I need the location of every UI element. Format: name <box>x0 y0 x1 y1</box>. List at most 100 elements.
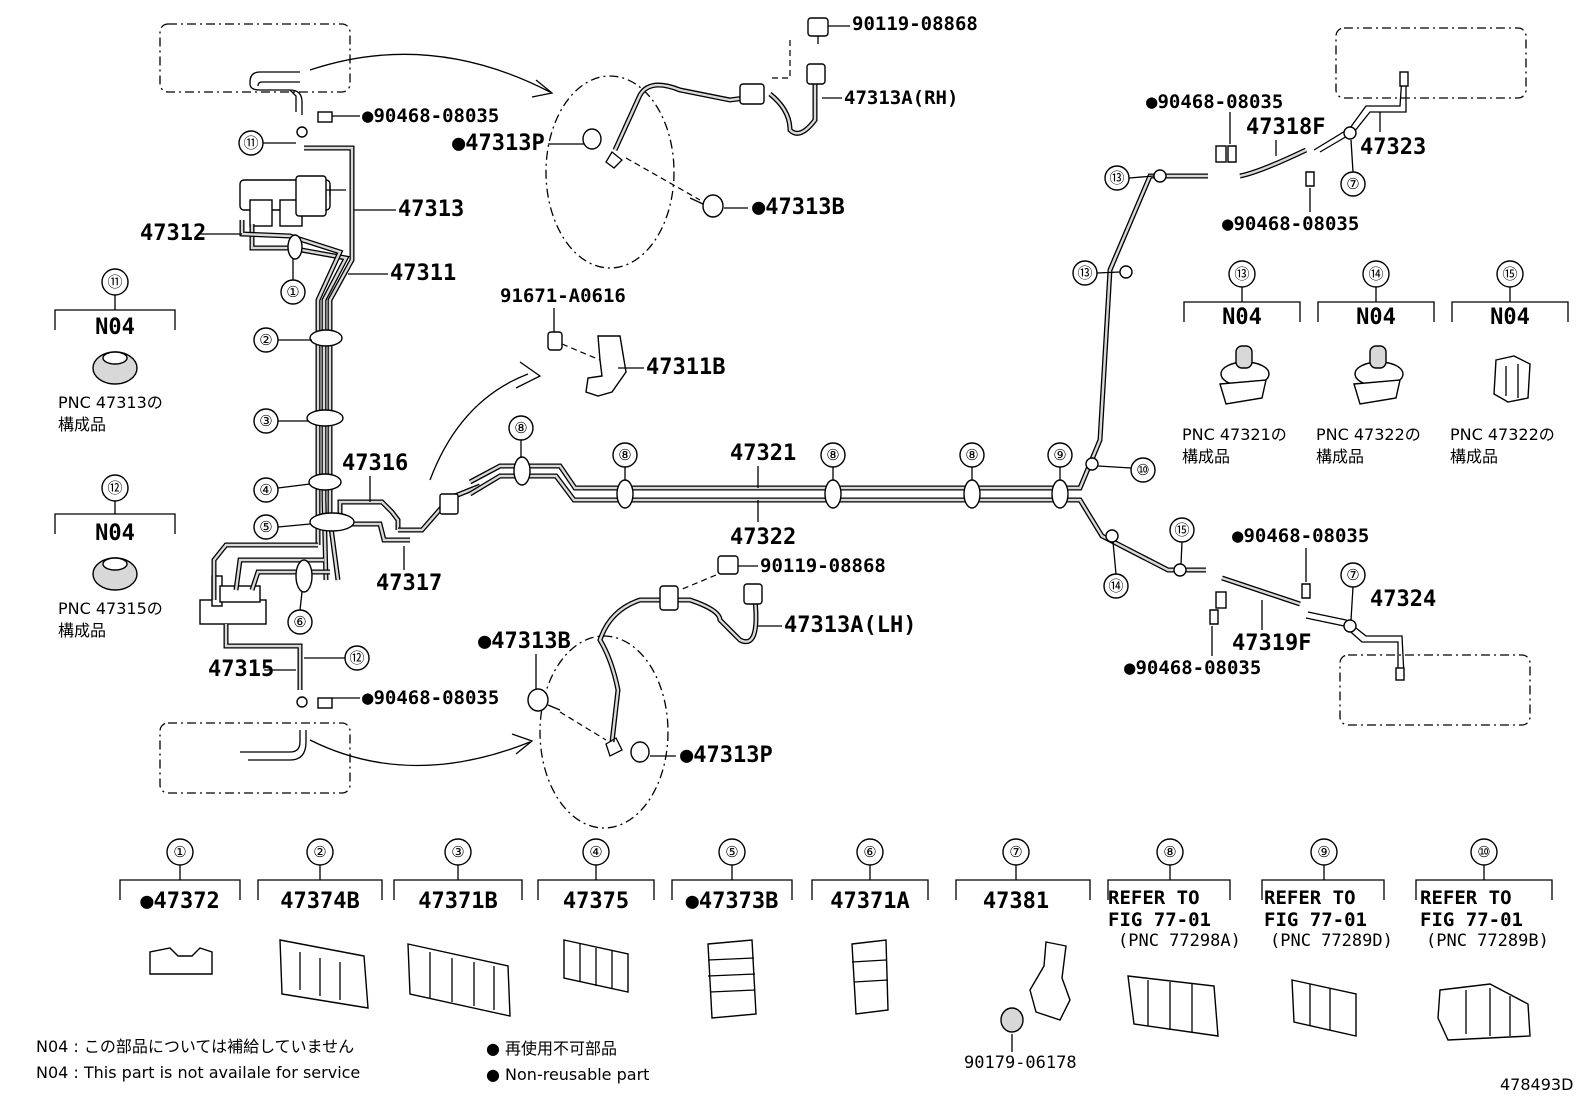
bracket-47311b <box>547 331 627 397</box>
svg-text:(PNC 77289B): (PNC 77289B) <box>1426 931 1549 951</box>
svg-text:④: ④ <box>259 481 272 499</box>
label-47311b: 47311B <box>646 355 725 380</box>
svg-text:FIG 77-01: FIG 77-01 <box>1108 909 1211 931</box>
flex-hose-47319f <box>1215 575 1301 609</box>
leader-91671 <box>561 343 601 361</box>
rear-right-dashed-box <box>1339 654 1531 726</box>
arrow-head-tl <box>531 79 554 98</box>
svg-text:⑧: ⑧ <box>618 446 631 464</box>
leader-90119-bottom <box>679 574 717 591</box>
svg-text:PNC 47322の: PNC 47322の <box>1316 425 1421 444</box>
front-right-dashed-box <box>1335 27 1527 99</box>
svg-text:②: ② <box>259 331 272 349</box>
svg-text:PNC 47315の: PNC 47315の <box>58 599 163 618</box>
svg-text:⑭: ⑭ <box>1368 265 1383 283</box>
label-90119-top: 90119-08868 <box>852 13 978 35</box>
label-47313a-rh: 47313A(RH) <box>844 87 958 109</box>
svg-text:③: ③ <box>259 412 272 430</box>
bolt-90119-top <box>807 17 829 44</box>
svg-text:③: ③ <box>451 843 464 861</box>
svg-text:47374B: 47374B <box>280 889 359 914</box>
svg-text:REFER TO: REFER TO <box>1420 887 1512 909</box>
svg-text:⑧: ⑧ <box>514 419 527 437</box>
label-47313b-top: ●47313B <box>752 195 845 220</box>
svg-text:⑩: ⑩ <box>1136 461 1149 479</box>
arrow-bottom-left <box>309 739 531 767</box>
callout-numbers: ⑪ ① ② ③ ④ ⑤ ⑥ ⑫ ⑧ ⑧ ⑧ ⑧ <box>238 130 1366 671</box>
label-47321: 47321 <box>730 441 796 466</box>
inset-right-13: ⑬ N04 PNC 47321の 構成品 <box>1182 260 1301 466</box>
svg-text:N04: N04 <box>95 521 135 546</box>
flex-hose-47318f <box>1215 145 1308 179</box>
clamp-5: ⑤ ●47373B <box>671 838 793 1019</box>
label-47313p-bottom: ●47313P <box>680 743 773 768</box>
leader-47313b-bottom <box>559 711 607 741</box>
svg-text:⑦: ⑦ <box>1009 843 1022 861</box>
svg-text:構成品: 構成品 <box>1450 447 1498 466</box>
svg-text:N04: N04 <box>1222 305 1262 330</box>
svg-text:FIG 77-01: FIG 77-01 <box>1264 909 1367 931</box>
svg-text:●47372: ●47372 <box>140 889 219 914</box>
clamp-8: ⑧ REFER TO FIG 77-01 (PNC 77298A) <box>1107 838 1241 1037</box>
rh-hose-detail-circle <box>545 75 675 269</box>
svg-text:⑪: ⑪ <box>107 273 122 291</box>
svg-text:⑥: ⑥ <box>293 613 306 631</box>
label-90468-bl: ●90468-08035 <box>362 687 499 709</box>
clamp-1: ① ●47372 <box>119 838 241 975</box>
label-47324: 47324 <box>1370 587 1436 612</box>
svg-text:47381: 47381 <box>983 889 1049 914</box>
clamp-9: ⑨ REFER TO FIG 77-01 (PNC 77289D) <box>1261 838 1393 1037</box>
label-47312: 47312 <box>140 221 206 246</box>
inset-left-11: ⑪ N04 PNC 47313の 構成品 <box>54 268 176 434</box>
label-47317: 47317 <box>376 571 442 596</box>
label-47313: 47313 <box>398 197 464 222</box>
svg-text:47371B: 47371B <box>418 889 497 914</box>
svg-text:⑫: ⑫ <box>107 479 122 497</box>
pipe-47324 <box>1305 611 1405 681</box>
washer-47313p-top <box>582 128 602 150</box>
svg-text:FIG 77-01: FIG 77-01 <box>1420 909 1523 931</box>
bolt-47313b-top <box>689 194 724 218</box>
svg-text:⑦: ⑦ <box>1346 566 1359 584</box>
svg-text:90179-06178: 90179-06178 <box>964 1053 1077 1073</box>
svg-text:構成品: 構成品 <box>58 415 106 434</box>
label-47319f: 47319F <box>1232 631 1311 656</box>
union-center <box>439 493 459 515</box>
inset-right-14: ⑭ N04 PNC 47322の 構成品 <box>1316 260 1435 466</box>
washer-47313p-bottom <box>630 741 650 763</box>
arrow-head-47311b <box>515 361 542 389</box>
label-90468-tl: ●90468-08035 <box>362 105 499 127</box>
arrow-47311b <box>429 373 529 481</box>
svg-text:PNC 47321の: PNC 47321の <box>1182 425 1287 444</box>
svg-text:⑥: ⑥ <box>863 843 876 861</box>
svg-text:PNC 47313の: PNC 47313の <box>58 393 163 412</box>
clamp-6: ⑥ 47371A <box>811 838 929 1015</box>
note-n04-en: N04 : This part is not availale for serv… <box>36 1063 360 1082</box>
bolt-47313b-bottom <box>527 688 561 712</box>
footer-notes: N04 : この部品については補給していません N04 : This part … <box>36 1037 1573 1094</box>
pipe-47323 <box>1313 71 1409 153</box>
label-90468-br: ●90468-08035 <box>1232 525 1369 547</box>
clip-90468 <box>317 111 1315 709</box>
inset-right-15: ⑮ N04 PNC 47322の 構成品 <box>1450 260 1569 466</box>
part-labels: 90119-08868 47313A(RH) ●47313P ●47313B ●… <box>140 13 1436 768</box>
svg-text:⑨: ⑨ <box>1317 843 1330 861</box>
svg-text:⑮: ⑮ <box>1174 521 1189 539</box>
note-n04-jp: N04 : この部品については補給していません <box>36 1037 354 1056</box>
clamp-7: ⑦ 47381 90179-06178 <box>955 838 1091 1073</box>
arrow-top-left <box>309 53 551 93</box>
label-47318f: 47318F <box>1246 115 1325 140</box>
flex-hose-lh <box>597 583 763 757</box>
label-47313b-bottom: ●47313B <box>478 629 571 654</box>
line-markers <box>287 126 1357 708</box>
svg-text:●47373B: ●47373B <box>686 889 779 914</box>
svg-text:⑪: ⑪ <box>243 134 258 152</box>
svg-text:N04: N04 <box>1490 305 1530 330</box>
pipe-47321 <box>468 173 1208 491</box>
svg-text:N04: N04 <box>95 315 135 340</box>
svg-text:⑬: ⑬ <box>1077 264 1092 282</box>
label-90468-tr2: ●90468-08035 <box>1222 213 1359 235</box>
svg-text:PNC 47322の: PNC 47322の <box>1450 425 1555 444</box>
label-91671: 91671-A0616 <box>500 285 626 307</box>
